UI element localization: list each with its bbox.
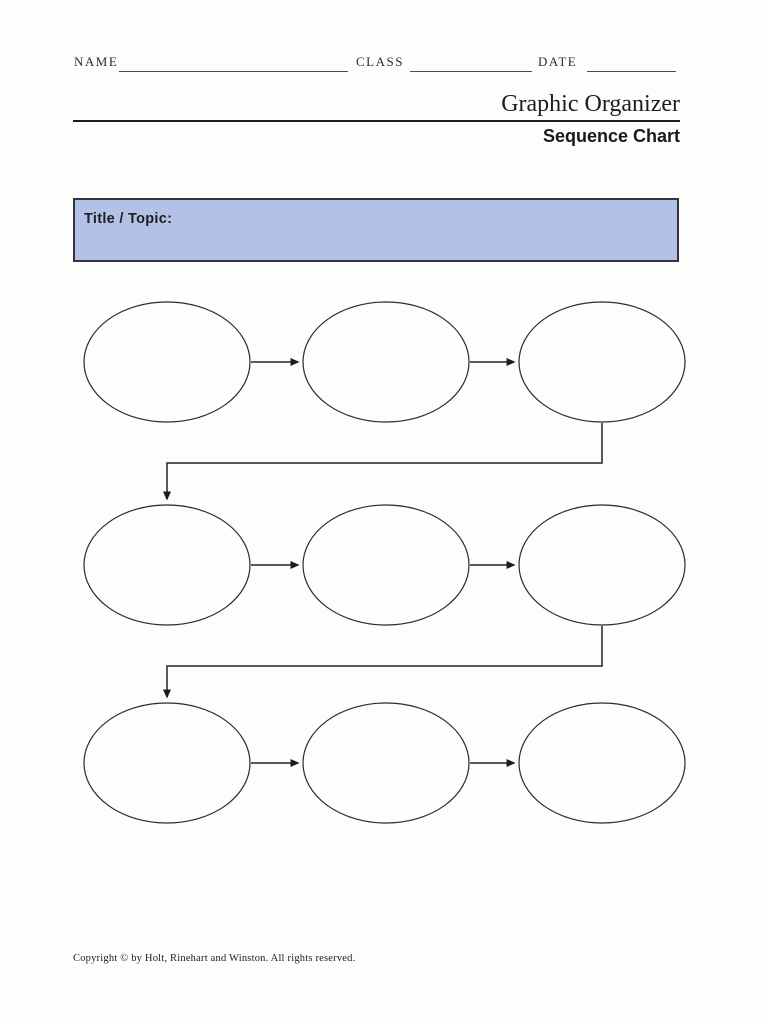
name-input-line[interactable] bbox=[119, 55, 348, 72]
sequence-step-3[interactable] bbox=[518, 301, 686, 423]
masthead-divider bbox=[73, 120, 680, 122]
date-label: DATE bbox=[538, 54, 578, 69]
sequence-step-9[interactable] bbox=[518, 702, 686, 824]
topic-label: Title / Topic: bbox=[84, 211, 173, 227]
class-input-line[interactable] bbox=[410, 55, 532, 72]
sequence-step-2[interactable] bbox=[302, 301, 470, 423]
sequence-step-8[interactable] bbox=[302, 702, 470, 824]
page-title: Graphic Organizer bbox=[501, 91, 680, 117]
sequence-step-7[interactable] bbox=[83, 702, 251, 824]
sequence-step-5[interactable] bbox=[302, 504, 470, 626]
date-input-line[interactable] bbox=[587, 55, 676, 72]
class-label: CLASS bbox=[356, 54, 404, 69]
sequence-step-1[interactable] bbox=[83, 301, 251, 423]
row-wrap-connector-1 bbox=[163, 423, 603, 501]
page-subtitle: Sequence Chart bbox=[542, 126, 680, 146]
name-label: NAME bbox=[74, 54, 119, 69]
sequence-step-4[interactable] bbox=[83, 504, 251, 626]
row-wrap-connector-2 bbox=[163, 626, 603, 699]
sequence-step-6[interactable] bbox=[518, 504, 686, 626]
copyright-text: Copyright © by Holt, Rinehart and Winsto… bbox=[73, 953, 356, 964]
topic-box[interactable]: Title / Topic: bbox=[73, 198, 679, 262]
